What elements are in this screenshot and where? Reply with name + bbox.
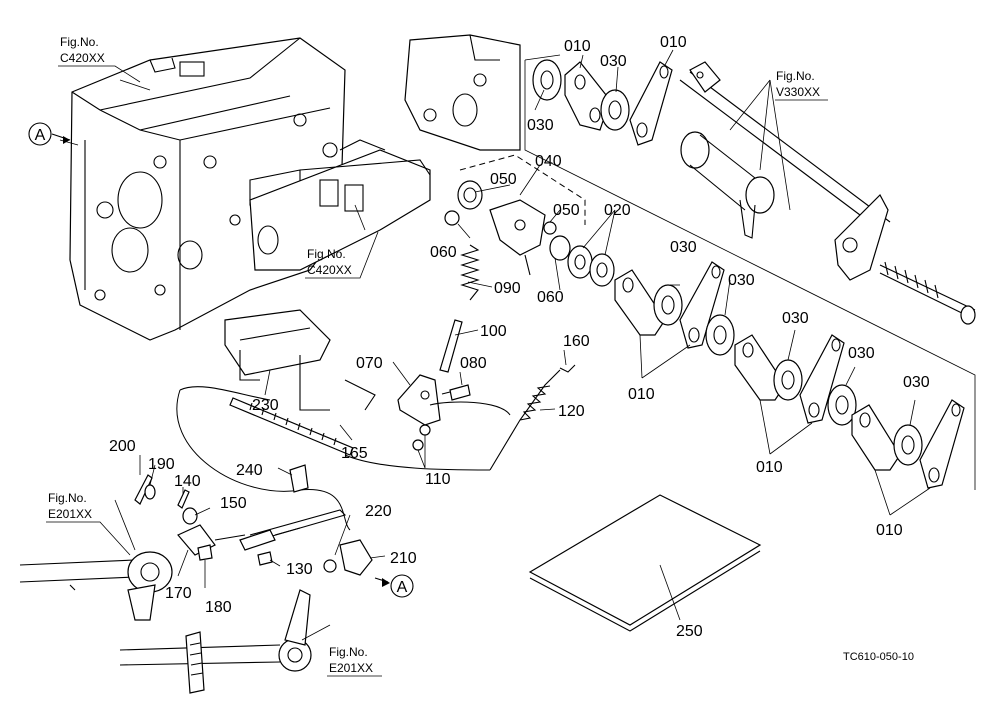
part-label-030: 030 <box>848 345 875 362</box>
part-label-060: 060 <box>430 244 457 261</box>
part-label-180: 180 <box>205 599 232 616</box>
callout-a-top: A <box>35 127 46 144</box>
plate-stack <box>614 261 965 489</box>
part-label-010: 010 <box>756 459 783 476</box>
part-label-250: 250 <box>676 623 703 640</box>
washer-020-a <box>567 245 593 279</box>
part-label-030: 030 <box>903 374 930 391</box>
bracket-070 <box>397 374 441 426</box>
bolt-130 <box>257 551 273 566</box>
plates-top-row <box>532 59 673 146</box>
part-label-130: 130 <box>286 561 313 578</box>
fig-ref-e201-left-line1: Fig.No. <box>48 491 87 505</box>
callout-a-bottom-circle <box>390 574 414 598</box>
part-label-030: 030 <box>728 272 755 289</box>
part-label-240: 240 <box>236 462 263 479</box>
nut-110-a <box>412 439 424 451</box>
part-label-170: 170 <box>165 585 192 602</box>
part-label-110: 110 <box>425 471 451 488</box>
part-label-160: 160 <box>563 333 590 350</box>
part-label-140: 140 <box>174 473 201 490</box>
fig-ref-e201-left-line2: E201XX <box>48 507 92 521</box>
fig-ref-e201-bottom-line2: E201XX <box>329 661 373 675</box>
bracket-230 <box>224 309 331 411</box>
cable-165 <box>229 397 354 456</box>
washer-150 <box>182 507 198 525</box>
part-label-230: 230 <box>252 397 279 414</box>
part-label-200: 200 <box>109 438 136 455</box>
part-label-040: 040 <box>535 153 562 170</box>
pin-180 <box>197 544 213 561</box>
part-label-120: 120 <box>558 403 585 420</box>
fig-ref-c420-mid-line1: Fig.No. <box>307 247 346 261</box>
spring-090 <box>460 244 480 301</box>
washer-190 <box>144 484 156 500</box>
part-label-165: 165 <box>341 445 368 462</box>
fitting-240 <box>289 464 309 493</box>
washer-020-b <box>589 253 615 287</box>
part-label-090: 090 <box>494 280 521 297</box>
part-label-030: 030 <box>782 310 809 327</box>
part-label-010: 010 <box>628 386 655 403</box>
shaft-assembly <box>679 61 976 325</box>
callout-a-bottom: A <box>397 579 408 596</box>
bracket-assembly-040 <box>444 180 571 276</box>
fig-ref-c420-top-line1: Fig.No. <box>60 35 99 49</box>
part-label-210: 210 <box>390 550 417 567</box>
mid-housing <box>249 139 431 271</box>
fig-ref-v330-line2: V330XX <box>776 85 820 99</box>
part-label-070: 070 <box>356 355 383 372</box>
part-label-150: 150 <box>220 495 247 512</box>
upper-housing <box>404 34 521 151</box>
bolt-080 <box>449 384 471 401</box>
fig-ref-e201-bottom-line1: Fig.No. <box>329 645 368 659</box>
rod-100 <box>439 319 463 373</box>
drawing-code: TC610-050-10 <box>843 651 914 663</box>
part-label-030: 030 <box>670 239 697 256</box>
part-label-220: 220 <box>365 503 392 520</box>
nut-110-b <box>419 424 431 436</box>
leader-lines <box>59 49 931 641</box>
manual-250 <box>528 494 762 626</box>
part-label-100: 100 <box>480 323 507 340</box>
cable-spring-120 <box>519 385 551 421</box>
lower-left-shaft <box>19 551 173 621</box>
part-label-190: 190 <box>148 456 175 473</box>
part-label-050: 050 <box>553 202 580 219</box>
part-label-010: 010 <box>564 38 591 55</box>
part-label-030: 030 <box>600 53 627 70</box>
part-label-080: 080 <box>460 355 487 372</box>
bolt-220 <box>323 559 337 573</box>
part-label-030: 030 <box>527 117 554 134</box>
fig-ref-c420-top-line2: C420XX <box>60 51 105 65</box>
bottom-shaft <box>119 589 312 694</box>
bracket-210 <box>339 539 373 576</box>
fig-ref-c420-mid-line2: C420XX <box>307 263 352 277</box>
fig-ref-v330-line1: Fig.No. <box>776 69 815 83</box>
part-label-060: 060 <box>537 289 564 306</box>
part-label-010: 010 <box>876 522 903 539</box>
pin-140 <box>177 489 190 509</box>
part-label-010: 010 <box>660 34 687 51</box>
callout-a-top-circle <box>28 122 52 146</box>
part-label-050: 050 <box>490 171 517 188</box>
part-label-020: 020 <box>604 202 631 219</box>
